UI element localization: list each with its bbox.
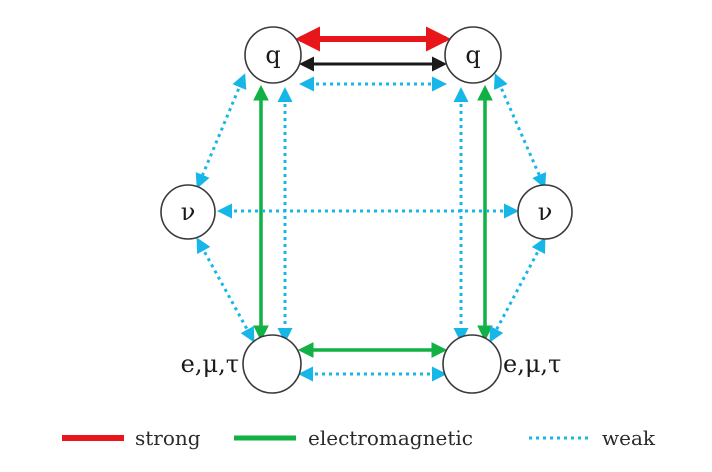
- node-nu-right: ν: [517, 184, 573, 240]
- node-lepton-left-label: e,μ,τ: [181, 350, 239, 378]
- node-q-left: q: [244, 26, 302, 84]
- legend-strong-label: strong: [135, 426, 201, 450]
- node-nu-left: ν: [160, 184, 216, 240]
- legend-weak-label: weak: [602, 426, 656, 450]
- node-nu-right-label: ν: [538, 198, 553, 226]
- node-lepton-right-label: e,μ,τ: [503, 350, 561, 378]
- node-q-left-label: q: [265, 41, 280, 69]
- node-nu-left-label: ν: [181, 198, 196, 226]
- weak-arrow-nu-right-lepton-right: [489, 237, 546, 343]
- weak-arrow-q-left-nu-left: [195, 73, 247, 189]
- node-q-right-label: q: [465, 41, 480, 69]
- weak-arrow-q-right-nu-right: [493, 73, 547, 189]
- node-q-right: q: [444, 26, 502, 84]
- weak-arrow-nu-left-lepton-left: [196, 237, 255, 343]
- legend-electromagnetic-label: electromagnetic: [308, 426, 473, 450]
- node-lepton-left: e,μ,τ: [181, 334, 302, 394]
- legend: strong electromagnetic weak: [62, 426, 656, 450]
- node-lepton-right: e,μ,τ: [442, 334, 561, 394]
